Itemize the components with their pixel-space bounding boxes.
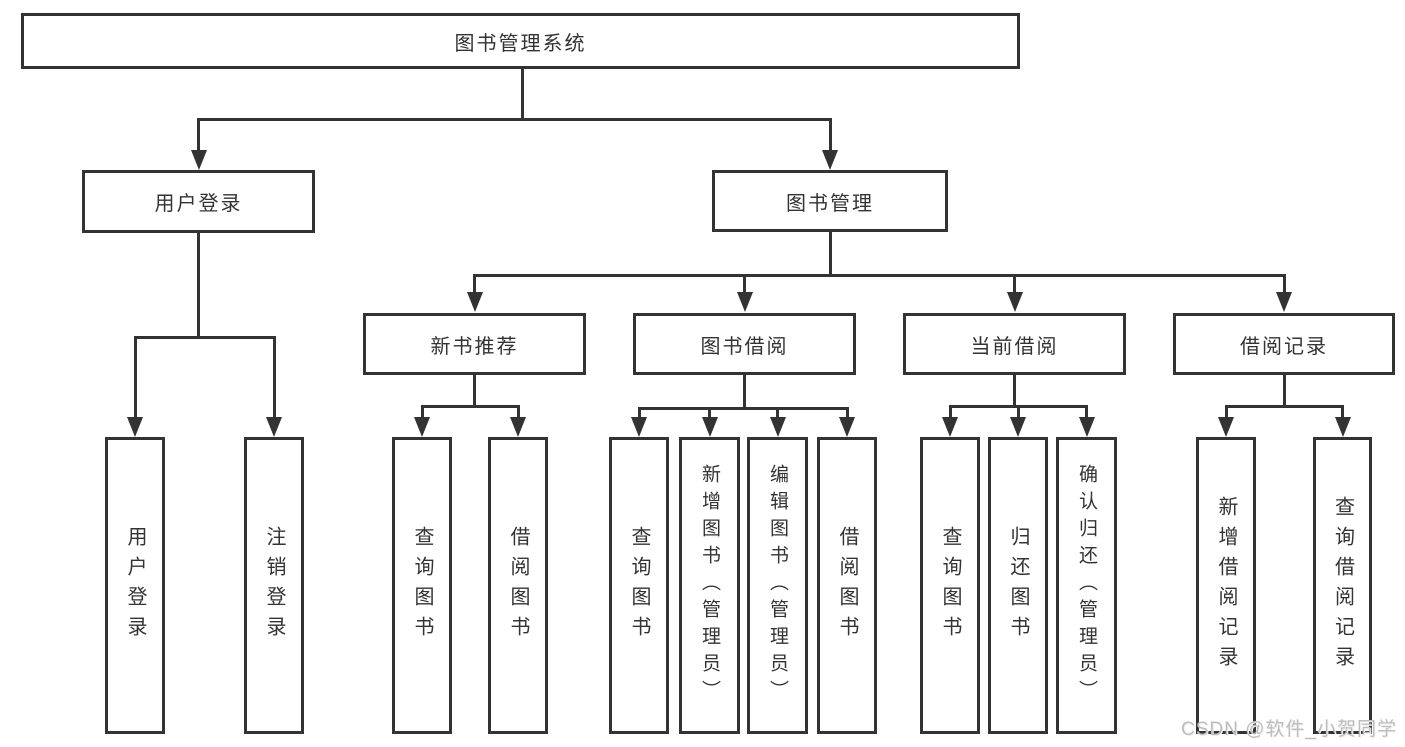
connector-line <box>637 407 849 410</box>
leaf-borrow-add-book-label: 新增图书（管理员） <box>699 464 720 707</box>
node-book-borrow: 图书借阅 <box>633 313 856 375</box>
connector-line <box>1013 375 1016 408</box>
leaf-newbook-borrow-book-label: 借阅图书 <box>507 525 529 646</box>
leaf-borrow-edit-book: 编辑图书（管理员） <box>747 437 808 734</box>
node-current-borrow: 当前借阅 <box>903 313 1126 375</box>
leaf-newbook-query-book-label: 查询图书 <box>411 525 433 646</box>
connector-line <box>473 274 476 296</box>
leaf-login: 用户登录 <box>105 437 165 734</box>
connector-line <box>1341 405 1344 421</box>
leaf-current-confirm-return: 确认归还（管理员） <box>1056 437 1117 734</box>
node-book-borrow-label: 图书借阅 <box>700 335 789 358</box>
connector-line <box>133 336 137 420</box>
arrowhead-down-icon <box>1218 417 1234 437</box>
arrowhead-down-icon <box>1010 417 1026 437</box>
connector-line <box>1282 375 1286 408</box>
leaf-current-query-book-label: 查询图书 <box>939 525 961 646</box>
arrowhead-down-icon <box>631 417 647 437</box>
leaf-current-confirm-return-label: 确认归还（管理员） <box>1076 464 1097 707</box>
node-new-book-recommend: 新书推荐 <box>363 313 586 375</box>
leaf-newbook-borrow-book: 借阅图书 <box>488 437 548 734</box>
connector-line <box>473 375 476 408</box>
leaf-records-query-record-label: 查询借阅记录 <box>1331 495 1354 676</box>
connector-line <box>1282 274 1286 296</box>
leaf-borrow-query-book-label: 查询图书 <box>628 525 650 646</box>
node-root: 图书管理系统 <box>21 13 1020 69</box>
arrowhead-down-icon <box>190 150 207 170</box>
connector-line <box>473 274 1286 277</box>
leaf-login-label: 用户登录 <box>124 525 146 646</box>
leaf-current-return-book-label: 归还图书 <box>1007 525 1029 646</box>
connector-line <box>272 336 276 420</box>
node-borrow-records: 借阅记录 <box>1173 313 1395 375</box>
node-user-login-label: 用户登录 <box>154 193 243 215</box>
arrowhead-down-icon <box>510 417 526 437</box>
arrowhead-down-icon <box>1078 417 1095 437</box>
connector-line <box>708 407 711 421</box>
leaf-borrow-query-book: 查询图书 <box>609 437 669 734</box>
connector-line <box>133 336 276 339</box>
connector-line <box>1016 405 1020 421</box>
leaf-newbook-query-book: 查询图书 <box>392 437 452 734</box>
leaf-records-add-record-label: 新增借阅记录 <box>1215 495 1237 676</box>
node-borrow-records-label: 借阅记录 <box>1240 335 1328 358</box>
connector-line <box>1224 405 1228 421</box>
connector-line <box>197 118 200 154</box>
node-book-management-label: 图书管理 <box>786 192 874 215</box>
connector-line <box>516 405 520 421</box>
arrowhead-down-icon <box>466 292 483 312</box>
leaf-logout: 注销登录 <box>244 437 304 734</box>
node-user-login: 用户登录 <box>82 170 315 233</box>
leaf-current-query-book: 查询图书 <box>920 437 980 734</box>
node-current-borrow-label: 当前借阅 <box>970 335 1059 358</box>
connector-line <box>420 405 424 421</box>
arrowhead-down-icon <box>839 417 855 437</box>
leaf-records-query-record: 查询借阅记录 <box>1313 437 1372 734</box>
connector-line <box>743 274 746 296</box>
leaf-borrow-edit-book-label: 编辑图书（管理员） <box>767 464 788 707</box>
connector-line <box>420 405 520 408</box>
arrowhead-down-icon <box>701 417 718 437</box>
connector-line <box>197 118 832 121</box>
arrowhead-down-icon <box>1276 292 1292 312</box>
connector-line <box>743 375 746 410</box>
node-book-management: 图书管理 <box>712 170 948 232</box>
connector-line <box>828 118 832 154</box>
leaf-borrow-borrow-book: 借阅图书 <box>817 437 877 734</box>
connector-line <box>1224 405 1344 408</box>
arrowhead-down-icon <box>1006 292 1023 312</box>
leaf-current-return-book: 归还图书 <box>988 437 1048 734</box>
connector-line <box>828 232 832 277</box>
connector-line <box>637 407 641 421</box>
arrowhead-down-icon <box>1334 417 1351 437</box>
connector-line <box>948 405 952 421</box>
leaf-borrow-add-book: 新增图书（管理员） <box>679 437 740 734</box>
arrowhead-down-icon <box>127 417 143 437</box>
arrowhead-down-icon <box>942 417 958 437</box>
leaf-borrow-borrow-book-label: 借阅图书 <box>836 525 858 646</box>
node-root-label: 图书管理系统 <box>454 32 587 55</box>
leaf-records-add-record: 新增借阅记录 <box>1196 437 1256 734</box>
arrowhead-down-icon <box>414 417 430 437</box>
arrowhead-down-icon <box>266 417 282 437</box>
connector-line <box>776 407 779 421</box>
connector-line <box>520 69 524 118</box>
node-new-book-recommend-label: 新书推荐 <box>430 335 519 358</box>
arrowhead-down-icon <box>822 150 838 170</box>
connector-line <box>197 233 200 339</box>
arrowhead-down-icon <box>769 417 786 437</box>
arrowhead-down-icon <box>736 292 753 312</box>
connector-line <box>845 407 849 421</box>
connector-line <box>1013 274 1016 296</box>
connector-line <box>1085 405 1088 421</box>
leaf-logout-label: 注销登录 <box>263 525 285 646</box>
